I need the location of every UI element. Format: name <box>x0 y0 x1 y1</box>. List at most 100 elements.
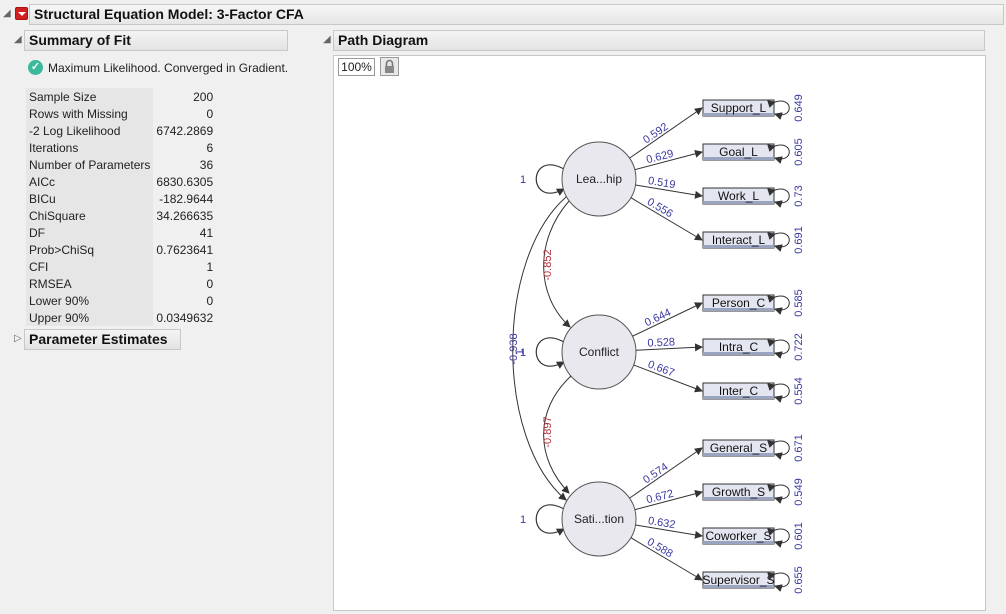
loading-label: 0.644 <box>643 307 673 330</box>
fit-row: BICu -182.9644 <box>26 190 216 207</box>
path-diagram-header[interactable]: Path Diagram <box>333 30 985 51</box>
indicator-label: Interact_L <box>712 233 766 247</box>
error-variance-label: 0.605 <box>793 138 805 166</box>
latent-factor-label: Conflict <box>579 345 620 359</box>
indicator-label: Work_L <box>718 189 759 203</box>
expand-triangle-icon[interactable]: ▷ <box>14 333 22 344</box>
collapse-triangle-icon[interactable]: ◢ <box>323 34 331 45</box>
indicator-box-shade <box>703 541 774 544</box>
indicator-box-shade <box>703 308 774 311</box>
variance-label: 1 <box>520 514 526 526</box>
variance-loop <box>535 337 573 369</box>
fit-value: 200 <box>193 89 214 104</box>
covariance-label: -0.938 <box>508 333 520 364</box>
red-triangle-menu-icon[interactable] <box>15 7 28 20</box>
fit-row: Upper 90%0.0349632 <box>26 309 216 326</box>
error-variance-loop <box>767 232 790 252</box>
lock-icon[interactable] <box>380 57 399 76</box>
latent-factor <box>561 481 637 557</box>
loading-path <box>634 149 703 171</box>
fit-row: Rows with Missing 0 <box>26 105 216 122</box>
indicator-label: General_S <box>710 441 767 455</box>
error-variance-label: 0.585 <box>793 289 805 317</box>
fit-value: -182.9644 <box>159 191 214 206</box>
latent-factor-label: Lea...hip <box>576 172 622 186</box>
indicator-box-shade <box>703 352 774 355</box>
fit-value: 41 <box>199 225 214 240</box>
error-variance-loop <box>767 484 790 504</box>
error-variance-label: 0.671 <box>793 434 805 462</box>
fit-row: DF 41 <box>26 224 216 241</box>
collapse-triangle-icon[interactable]: ◢ <box>14 34 22 45</box>
loading-label: 0.574 <box>641 461 671 486</box>
fit-label: CFI <box>26 258 154 275</box>
indicator-label: Growth_S <box>712 485 765 499</box>
indicator-label: Support_L <box>711 101 767 115</box>
variance-label: 1 <box>520 174 526 186</box>
error-variance-loop <box>767 339 790 359</box>
fit-label: Prob>ChiSq <box>26 241 154 258</box>
fit-value: 0 <box>206 293 214 308</box>
indicator-box-shade <box>703 585 774 588</box>
indicator-label: Goal_L <box>719 145 758 159</box>
fit-label: Rows with Missing <box>26 105 154 122</box>
loading-path <box>629 447 703 499</box>
fit-value: 34.266635 <box>156 208 214 223</box>
fit-label: ChiSquare <box>26 207 154 224</box>
summary-of-fit-header[interactable]: Summary of Fit <box>24 30 288 51</box>
fit-label: BICu <box>26 190 154 207</box>
error-variance-label: 0.655 <box>793 566 805 594</box>
fit-value: 0.0349632 <box>156 310 214 325</box>
indicator-label: Person_C <box>712 296 766 310</box>
error-variance-label: 0.649 <box>793 94 805 122</box>
parameter-estimates-header[interactable]: Parameter Estimates <box>24 329 181 350</box>
fit-value: 6742.2869 <box>156 123 214 138</box>
error-variance-loop <box>767 383 790 403</box>
loading-label: 0.632 <box>647 515 676 531</box>
check-circle-icon: ✓ <box>28 60 43 75</box>
zoom-level-field[interactable]: 100% <box>338 58 375 76</box>
indicator-box-shade <box>703 113 774 116</box>
loading-path <box>632 302 703 337</box>
collapse-triangle-icon[interactable]: ◢ <box>3 8 11 19</box>
indicator-box-shade <box>703 453 774 456</box>
covariance-label: -0.852 <box>542 249 554 280</box>
loading-path <box>635 184 703 199</box>
fit-label: RMSEA <box>26 275 154 292</box>
loading-label: 0.528 <box>647 336 675 349</box>
fit-row: Lower 90%0 <box>26 292 216 309</box>
fit-label: AICc <box>26 173 154 190</box>
latent-factor-label: Sati...tion <box>574 512 624 526</box>
indicator-label: Inter_C <box>719 384 759 398</box>
fit-label: -2 Log Likelihood <box>26 122 154 139</box>
error-variance-label: 0.554 <box>793 377 805 405</box>
indicator-label: Supervisor_S <box>702 573 774 587</box>
error-variance-loop <box>767 440 790 460</box>
variance-loop <box>535 504 573 536</box>
covariance-arc <box>512 189 574 501</box>
fit-label: DF <box>26 224 154 241</box>
loading-path <box>635 524 703 539</box>
error-variance-loop <box>767 188 790 208</box>
indicator-label: Coworker_S <box>705 529 771 543</box>
indicator-box-shade <box>703 157 774 160</box>
indicator-box-shade <box>703 201 774 204</box>
fit-value: 0 <box>206 106 214 121</box>
error-variance-label: 0.722 <box>793 333 805 361</box>
loading-path <box>633 364 703 393</box>
loading-label: 0.667 <box>646 359 676 380</box>
path-diagram-canvas[interactable] <box>333 55 986 611</box>
loading-label: 0.556 <box>645 196 675 220</box>
latent-factor <box>561 314 637 390</box>
loading-label: 0.519 <box>647 175 676 191</box>
fit-label: Iterations <box>26 139 154 156</box>
